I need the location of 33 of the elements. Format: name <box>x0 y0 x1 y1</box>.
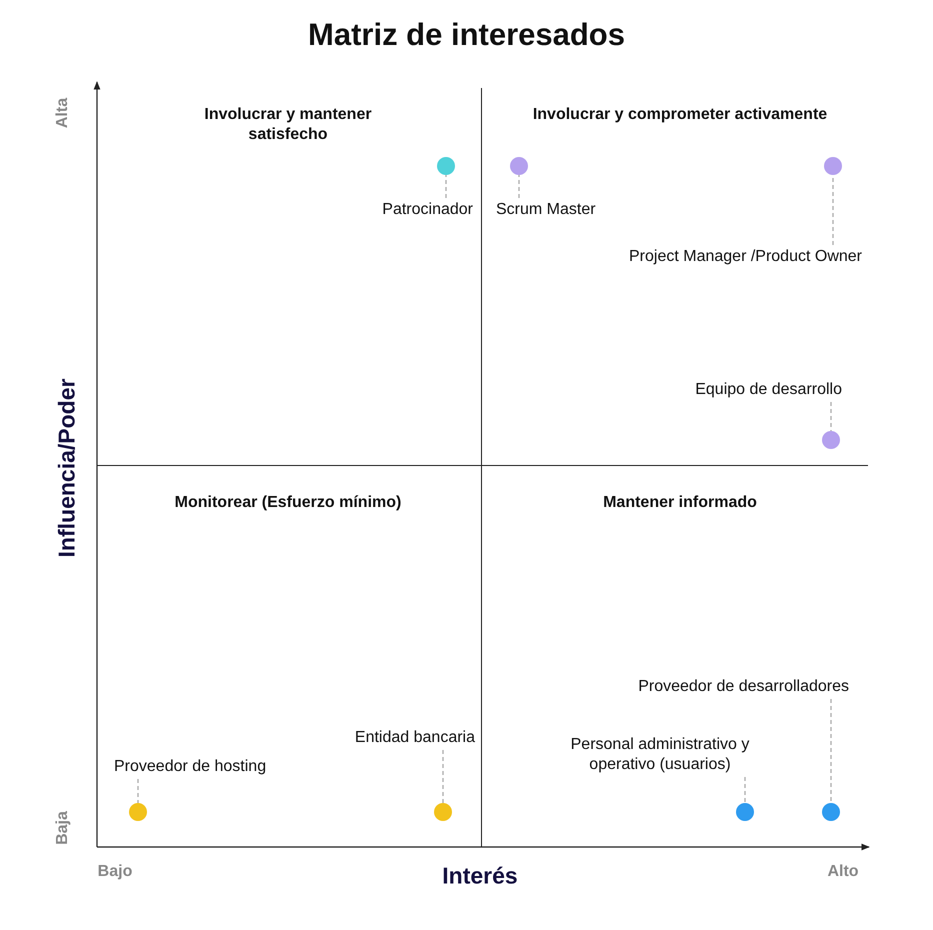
stakeholder-label: Project Manager /Product Owner <box>629 247 862 267</box>
stakeholder-label: Proveedor de desarrolladores <box>638 677 849 697</box>
stakeholder-label: Personal administrativo y operativo (usuarios) <box>550 735 770 775</box>
quadrant-heading: Monitorear (Esfuerzo mínimo) <box>174 493 402 513</box>
quadrant-heading: Involucrar y comprometer activamente <box>532 105 828 125</box>
stakeholder-dot <box>824 157 842 175</box>
axis-end-label: Alta <box>54 98 72 128</box>
stakeholder-dot <box>822 431 840 449</box>
quadrant <box>97 88 482 466</box>
quadrant-heading: Mantener informado <box>602 493 758 513</box>
leader-line <box>830 698 832 804</box>
leader-line <box>518 174 520 198</box>
stakeholder-dot <box>736 803 754 821</box>
leader-line <box>442 750 444 804</box>
diagram-title: Matriz de interesados <box>307 17 626 53</box>
stakeholder-dot <box>437 157 455 175</box>
stakeholder-dot <box>822 803 840 821</box>
stakeholder-dot <box>129 803 147 821</box>
quadrant-heading: Involucrar y mantener satisfecho <box>203 105 373 145</box>
axis-title: Interés <box>442 862 518 890</box>
leader-line <box>830 402 832 432</box>
stakeholder-label: Proveedor de hosting <box>114 757 266 777</box>
stakeholder-label: Patrocinador <box>382 200 473 220</box>
leader-line <box>744 776 746 804</box>
stakeholder-label: Equipo de desarrollo <box>695 380 842 400</box>
stakeholder-dot <box>510 157 528 175</box>
stakeholder-label: Scrum Master <box>496 200 596 220</box>
stakeholder-dot <box>434 803 452 821</box>
axis-end-label: Bajo <box>98 863 132 881</box>
axis-end-label: Baja <box>54 811 72 845</box>
axis-title: Influencia/Poder <box>54 378 80 558</box>
axis-end-label: Alto <box>827 863 859 881</box>
stakeholder-label: Entidad bancaria <box>354 728 475 748</box>
